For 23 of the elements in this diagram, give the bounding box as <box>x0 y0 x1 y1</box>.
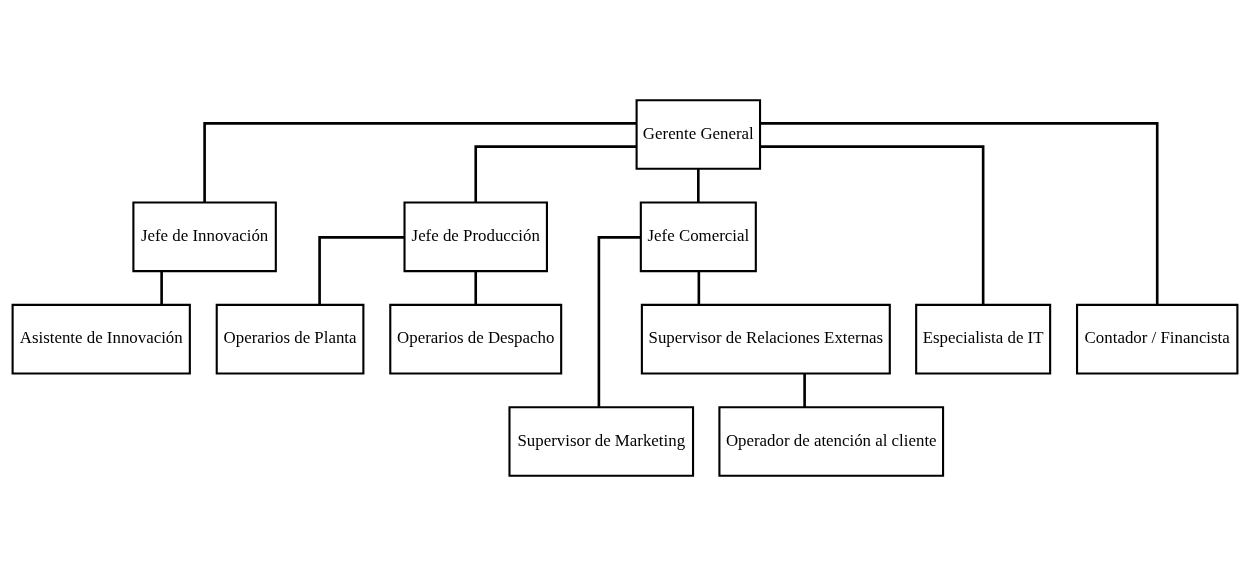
connector <box>474 144 637 202</box>
node-box: Especialista de IT <box>915 303 1052 374</box>
connector <box>318 235 405 305</box>
connector <box>160 270 163 305</box>
node-box: Jefe de Producción <box>403 201 548 272</box>
connector <box>803 373 806 407</box>
node-box: Jefe de Innovación <box>132 201 277 272</box>
connector <box>760 144 985 305</box>
node-box: Operarios de Despacho <box>389 303 563 374</box>
node-box: Gerente General <box>635 98 762 170</box>
connector <box>697 270 701 305</box>
connector <box>697 168 700 202</box>
node-box: Supervisor de Marketing <box>508 405 695 477</box>
connector <box>760 121 1159 304</box>
node-box: Operarios de Planta <box>215 303 365 374</box>
connector <box>597 235 641 407</box>
node-box: Asistente de Innovación <box>11 303 191 374</box>
node-box: Contador / Financista <box>1076 303 1239 374</box>
node-box: Operador de atención al cliente <box>718 405 945 477</box>
node-box: Jefe Comercial <box>639 201 757 272</box>
connector <box>474 270 478 305</box>
node-box: Supervisor de Relaciones Externas <box>640 303 891 374</box>
connector <box>203 121 637 202</box>
